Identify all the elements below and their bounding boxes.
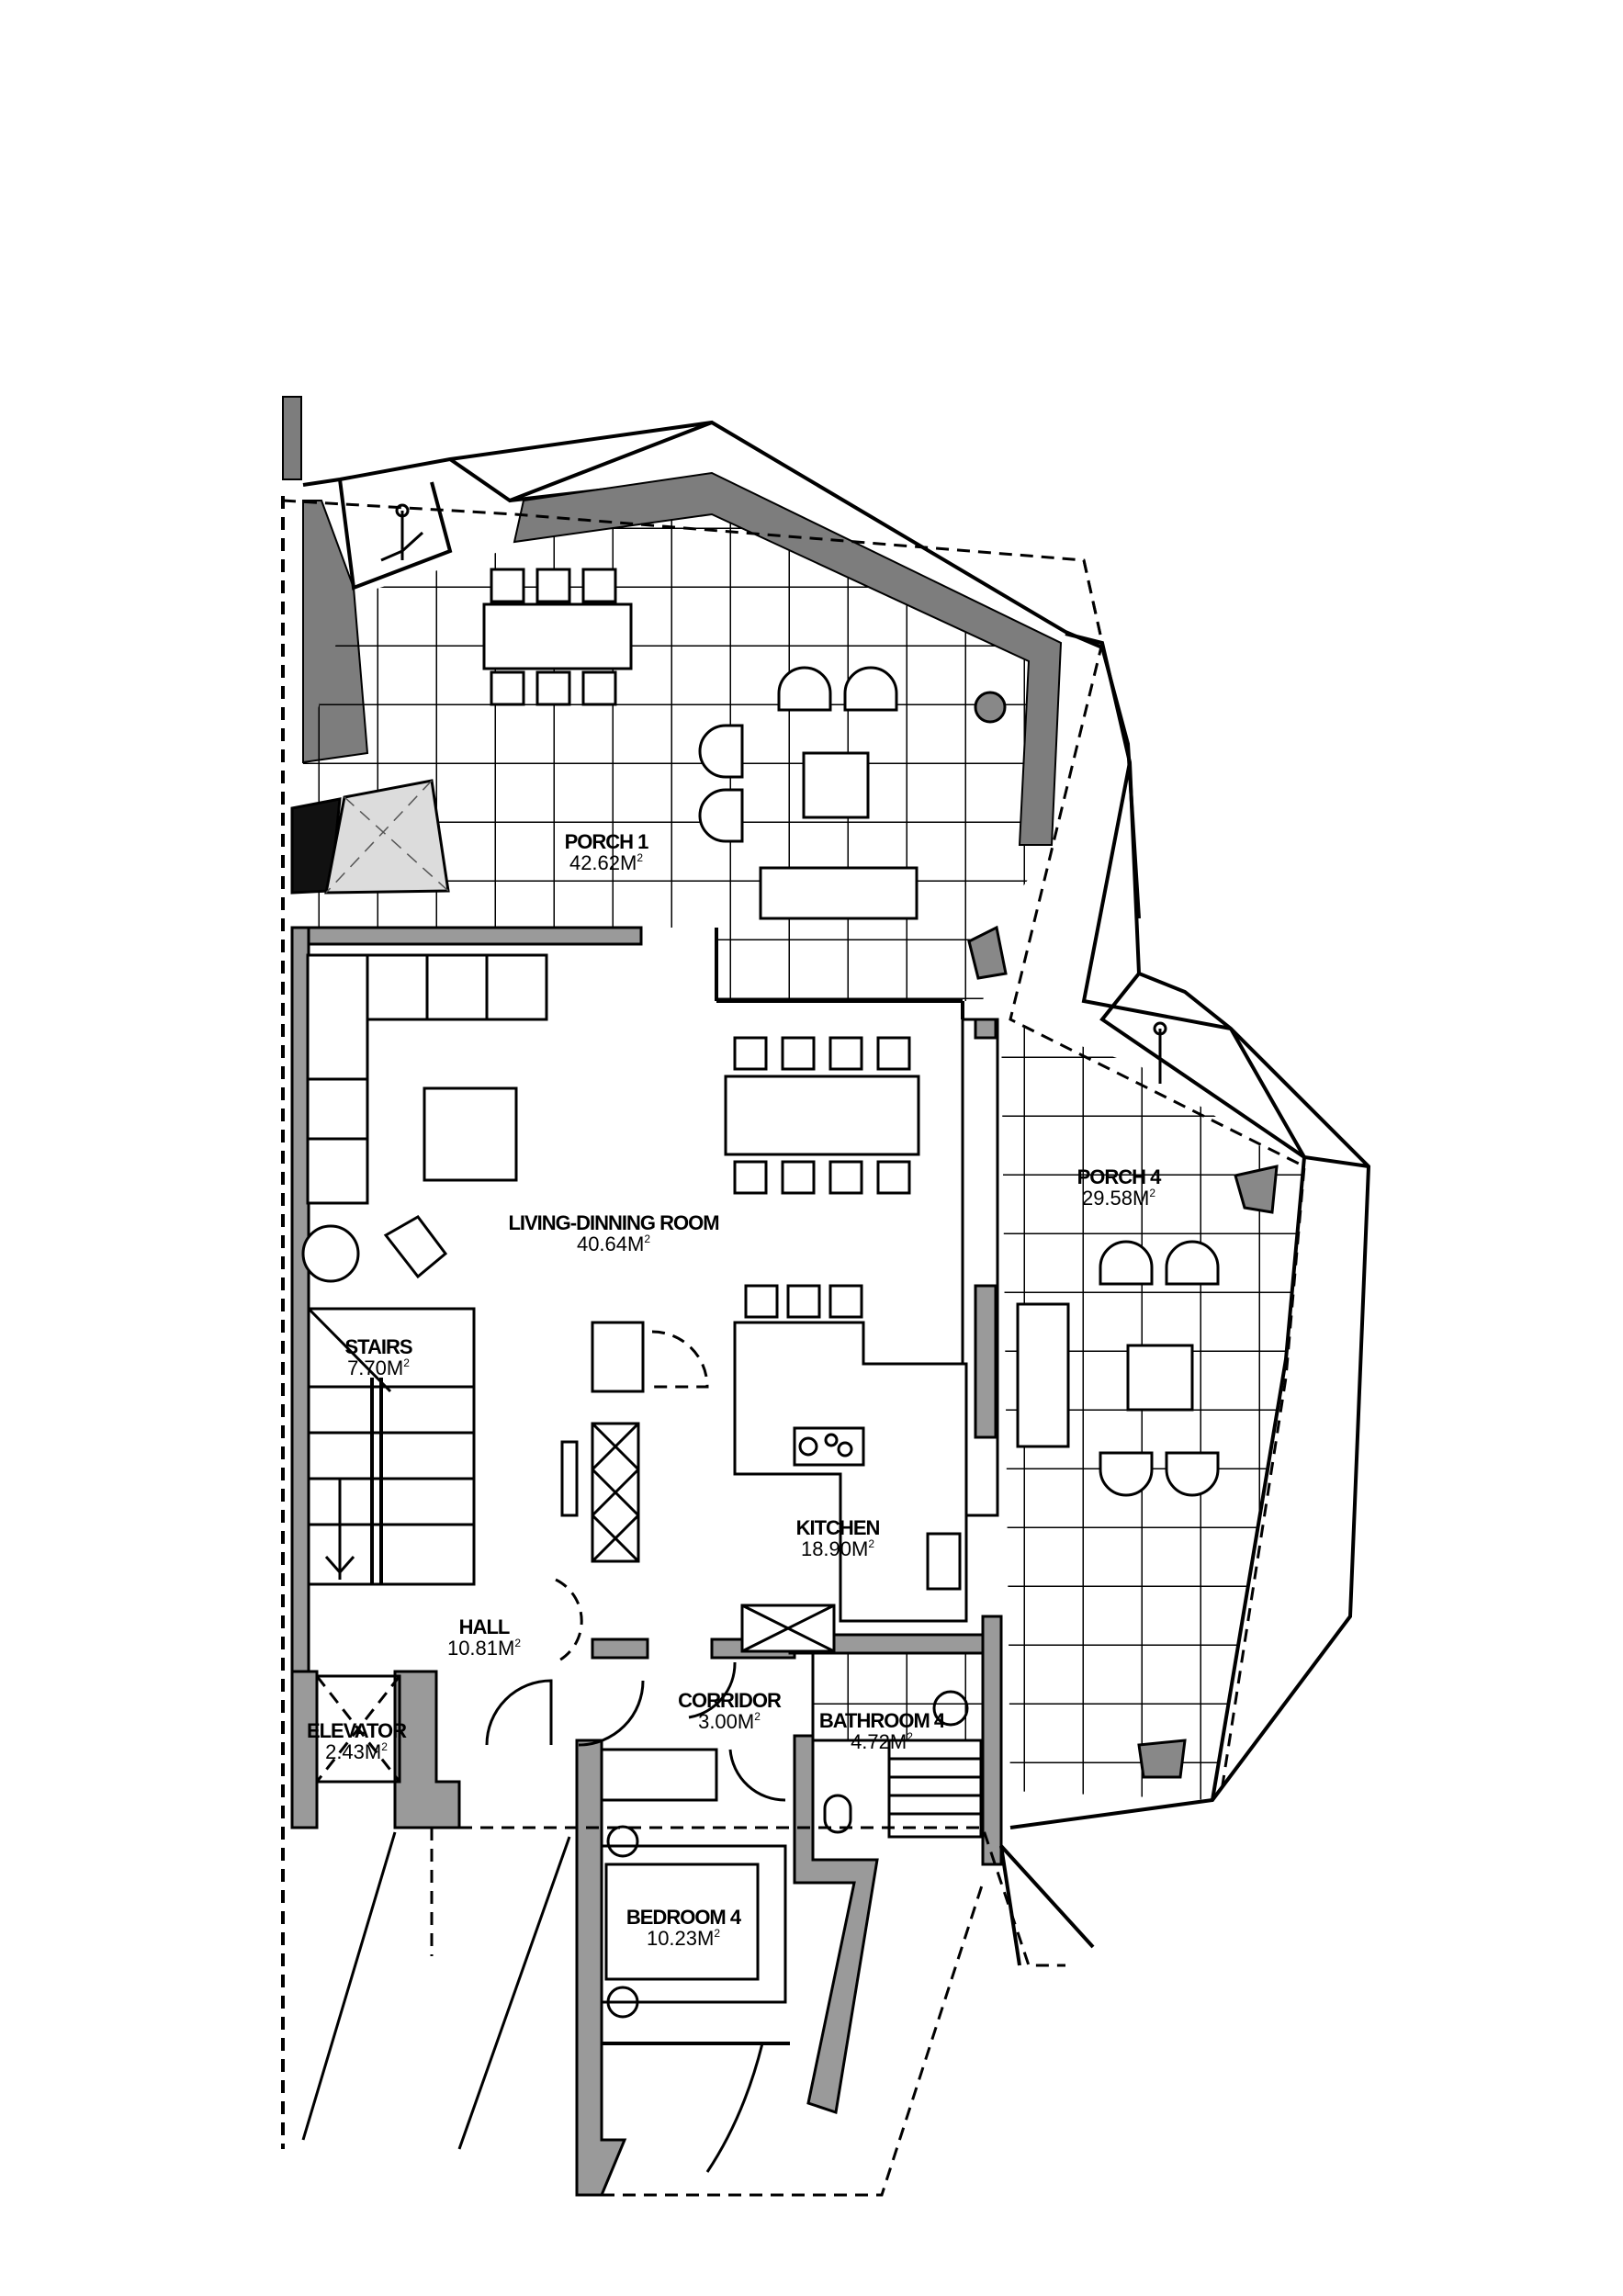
room-area: 7.70M2 <box>347 1356 410 1380</box>
room-name: PORCH 4 <box>1076 1165 1162 1188</box>
room-label-kitchen: KITCHEN 18.90M2 <box>795 1516 881 1561</box>
exterior-lines <box>301 1826 1095 2197</box>
bathroom-fixtures <box>811 1651 985 1839</box>
room-area: 10.81M2 <box>446 1637 522 1660</box>
skylight <box>290 779 450 895</box>
living-room-furniture <box>301 953 920 1283</box>
porch-1-floor <box>303 496 1056 1001</box>
room-label-stairs: STAIRS 7.70M2 <box>344 1335 412 1380</box>
room-label-hall: HALL 10.81M2 <box>447 1616 521 1659</box>
house-walls <box>290 926 1003 2197</box>
room-area: 4.72M2 <box>851 1730 913 1754</box>
porch-1-furniture <box>482 568 1007 920</box>
room-name: PORCH 1 <box>564 830 649 853</box>
porch-4-furniture <box>967 925 1279 1779</box>
room-name: STAIRS <box>344 1335 412 1358</box>
room-label-bathroom-4: BATHROOM 4 4.72M2 <box>818 1709 945 1754</box>
stairs-drawing <box>307 1307 476 1586</box>
room-label-corridor: CORRIDOR 3.00M2 <box>678 1689 782 1734</box>
room-label-porch-1: PORCH 1 42.62M2 <box>564 830 649 875</box>
room-name: ELEVATOR <box>306 1719 407 1742</box>
room-name: HALL <box>458 1615 511 1638</box>
room-area: 29.58M2 <box>1081 1187 1156 1210</box>
room-area: 42.62M2 <box>569 851 644 875</box>
room-area: 2.43M2 <box>325 1740 388 1764</box>
room-area: 3.00M2 <box>698 1710 761 1734</box>
room-label-porch-4: PORCH 4 29.58M2 <box>1076 1165 1162 1210</box>
room-name: BATHROOM 4 <box>818 1709 945 1732</box>
room-label-bedroom-4: BEDROOM 4 10.23M2 <box>626 1906 741 1951</box>
room-name: KITCHEN <box>795 1516 881 1539</box>
room-area: 10.23M2 <box>646 1927 721 1951</box>
elevator-shaft <box>315 1674 401 1784</box>
room-name: LIVING-DINNING ROOM <box>508 1211 719 1234</box>
kitchen-furniture <box>560 1284 968 1653</box>
bedroom-furniture <box>600 1748 790 2045</box>
room-name: BEDROOM 4 <box>626 1906 741 1929</box>
room-name: CORRIDOR <box>678 1689 782 1712</box>
room-area: 40.64M2 <box>576 1232 651 1256</box>
doors <box>485 1578 786 1802</box>
room-area: 18.90M2 <box>800 1537 875 1561</box>
room-label-elevator: ELEVATOR 2.43M2 <box>306 1719 407 1764</box>
room-label-living-dinning-room: LIVING-DINNING ROOM 40.64M2 <box>508 1211 719 1256</box>
